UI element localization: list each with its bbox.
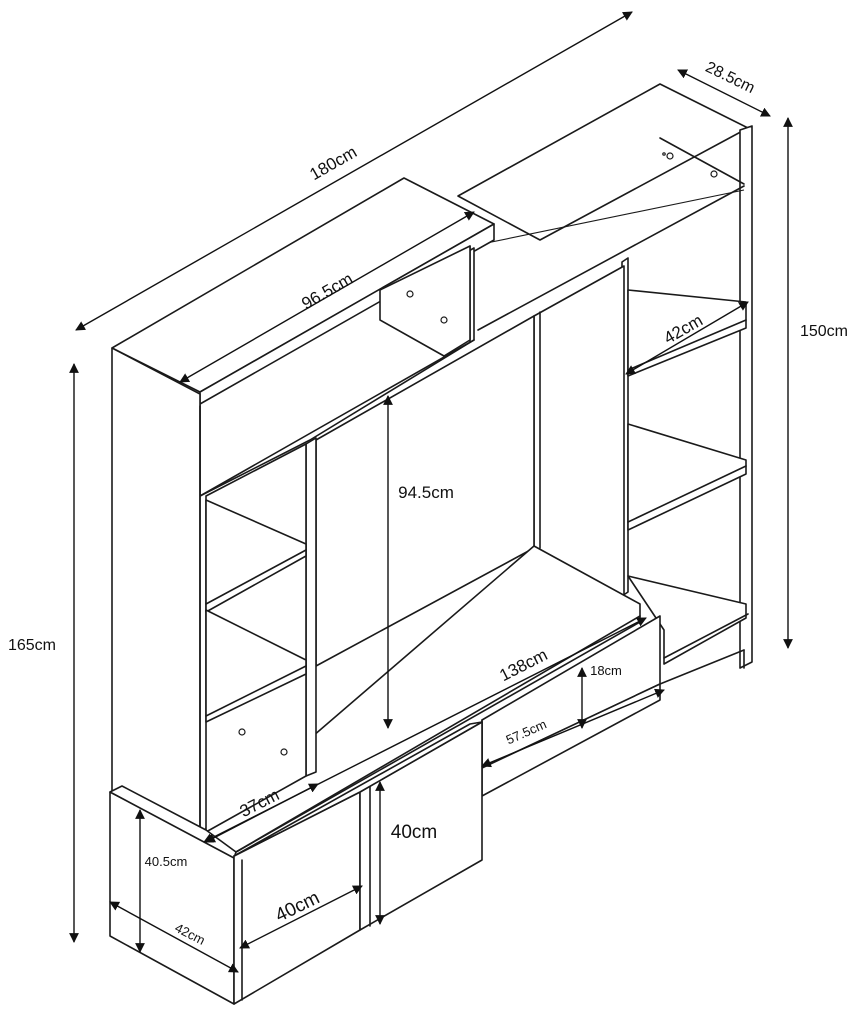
left-shelf-1 bbox=[205, 499, 307, 613]
left-side-panel bbox=[111, 347, 201, 839]
label-40-5: 40.5cm bbox=[145, 854, 188, 869]
right-shelf-2 bbox=[627, 423, 747, 531]
right-side-panel bbox=[739, 125, 753, 669]
dim-line-42-cabinet bbox=[109, 901, 239, 973]
dim-line-37 bbox=[205, 783, 319, 843]
label-40-door-h: 40cm bbox=[391, 822, 437, 843]
dim-line-180 bbox=[75, 11, 633, 331]
dimension-lines bbox=[69, 11, 793, 973]
dim-line-40-door-w bbox=[239, 885, 363, 949]
left-column-divider bbox=[305, 437, 317, 777]
tv-right-panel bbox=[533, 265, 625, 597]
label-150: 150cm bbox=[800, 323, 848, 340]
label-94-5: 94.5cm bbox=[398, 483, 454, 502]
dim-line-42-right bbox=[625, 301, 749, 375]
dim-line-28-5 bbox=[677, 69, 771, 117]
label-18: 18cm bbox=[590, 663, 622, 678]
dim-line-96-5 bbox=[179, 211, 475, 383]
label-180: 180cm bbox=[306, 142, 360, 184]
label-165: 165cm bbox=[8, 637, 56, 654]
dim-line-57-5 bbox=[481, 688, 665, 768]
label-28-5: 28.5cm bbox=[703, 59, 758, 97]
